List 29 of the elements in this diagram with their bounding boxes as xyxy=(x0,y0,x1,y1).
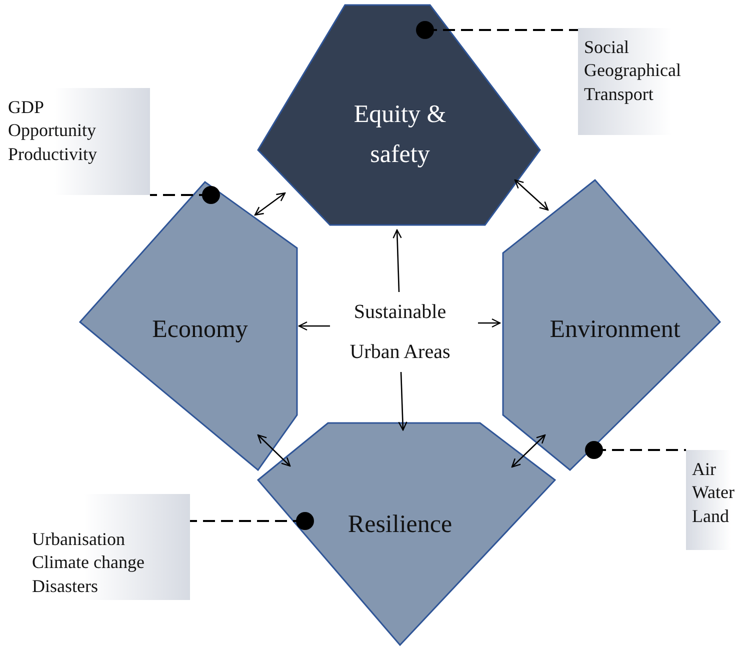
note-text: Land xyxy=(692,504,730,528)
note-text: Air xyxy=(692,458,717,481)
arrow xyxy=(478,318,501,328)
note-text: Transport xyxy=(584,82,654,106)
leader-line xyxy=(190,512,314,530)
note-text: Disasters xyxy=(32,574,99,598)
note-text: Productivity xyxy=(8,142,98,166)
double-arrow xyxy=(257,434,291,467)
note-text: Urbanisation xyxy=(32,528,126,551)
double-arrow xyxy=(514,179,549,211)
arrow xyxy=(398,372,408,431)
note-text: Social xyxy=(584,36,630,59)
arrow xyxy=(298,321,330,331)
arrow xyxy=(392,229,402,292)
node-label: Equity & safety xyxy=(352,100,448,170)
node-label: Economy xyxy=(151,315,249,345)
leader-line xyxy=(150,186,220,204)
node-label: Resilience xyxy=(346,510,454,540)
double-arrow xyxy=(254,192,286,216)
double-arrow xyxy=(511,434,546,468)
note-text: Opportunity xyxy=(8,119,97,142)
leader-line xyxy=(585,441,686,459)
note-text: Water xyxy=(692,481,736,504)
leader-line xyxy=(416,21,578,39)
note-text: Geographical xyxy=(584,59,682,82)
note-text: Climate change xyxy=(32,551,146,574)
node-label: Environment xyxy=(548,315,682,345)
center-label: Sustainable Urban Areas xyxy=(348,300,452,365)
note-text: GDP xyxy=(8,96,46,119)
